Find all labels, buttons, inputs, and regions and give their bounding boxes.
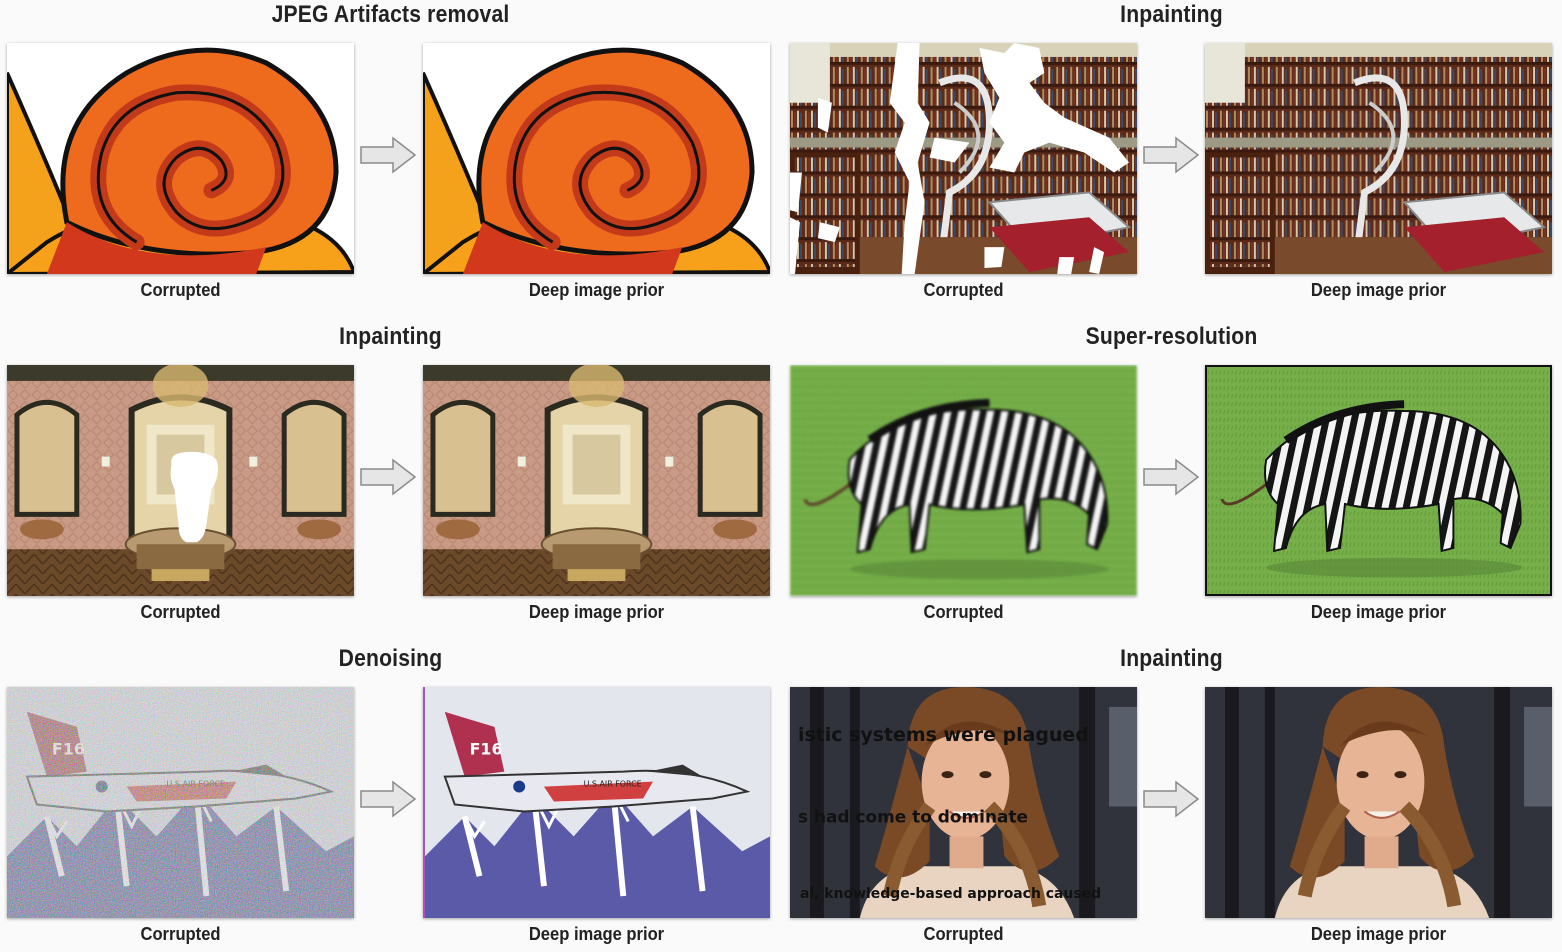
room-corrupted-image: [7, 365, 354, 596]
panel-title-inpainting-library: Inpainting: [1120, 1, 1223, 28]
caption-corrupted: Corrupted: [923, 602, 1004, 622]
right-arrow-icon: [359, 780, 417, 818]
caption-deep-image-prior: Deep image prior: [528, 924, 665, 944]
panel-title-super-resolution: Super-resolution: [1085, 323, 1258, 350]
jet-corrupted-image: [7, 687, 354, 918]
snail-restored-image: [423, 43, 770, 274]
caption-corrupted: Corrupted: [923, 280, 1004, 300]
library-restored-image: [1205, 43, 1552, 274]
caption-deep-image-prior: Deep image prior: [528, 280, 665, 300]
caption-corrupted: Corrupted: [140, 602, 221, 622]
panel-title-inpainting-face: Inpainting: [1120, 645, 1223, 672]
right-arrow-icon: [1142, 780, 1200, 818]
caption-corrupted: Corrupted: [140, 280, 221, 300]
overlay-text-line-3: al, knowledge-based approach caused: [800, 886, 1101, 902]
zebra-corrupted-image: [790, 365, 1137, 596]
snail-corrupted-image: [7, 43, 354, 274]
right-arrow-icon: [359, 136, 417, 174]
zebra-restored-image: [1205, 365, 1552, 596]
caption-deep-image-prior: Deep image prior: [1310, 924, 1447, 944]
face-corrupted-image: istic systems were plagued s had come to…: [790, 687, 1137, 918]
caption-corrupted: Corrupted: [923, 924, 1004, 944]
panel-title-inpainting-room: Inpainting: [339, 323, 442, 350]
right-arrow-icon: [359, 458, 417, 496]
right-arrow-icon: [1142, 458, 1200, 496]
face-restored-image: [1205, 687, 1552, 918]
panel-title-denoising: Denoising: [338, 645, 443, 672]
overlay-text-line-2: s had come to dominate: [798, 806, 1028, 826]
overlay-text-line-1: istic systems were plagued: [798, 724, 1089, 746]
caption-corrupted: Corrupted: [140, 924, 221, 944]
panel-title-jpeg: JPEG Artifacts removal: [271, 1, 510, 28]
right-arrow-icon: [1142, 136, 1200, 174]
library-corrupted-image: [790, 43, 1137, 274]
caption-deep-image-prior: Deep image prior: [1310, 280, 1447, 300]
jet-restored-image: [423, 687, 770, 918]
caption-deep-image-prior: Deep image prior: [1310, 602, 1447, 622]
room-restored-image: [423, 365, 770, 596]
caption-deep-image-prior: Deep image prior: [528, 602, 665, 622]
